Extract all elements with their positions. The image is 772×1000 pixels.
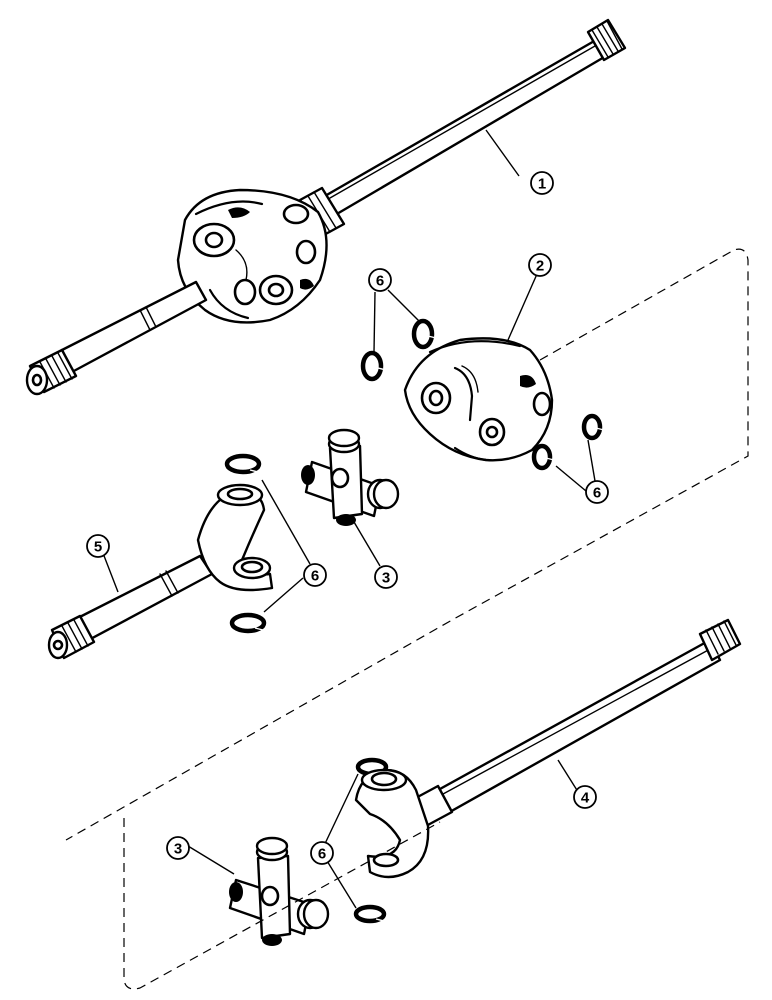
spline-end-lower [25,348,78,396]
callout-4: 4 [573,785,597,809]
callout-3-upper: 3 [374,565,398,589]
snap-ring-housing-a [531,443,555,471]
yoke-shaft-part-5 [47,483,274,660]
callout-6-top-label: 6 [376,273,384,290]
callout-6-right-label: 6 [593,485,601,502]
joint-housing [176,188,328,324]
callout-2-label: 2 [536,258,544,275]
callout-3-lower-label: 3 [174,841,182,858]
spline-end-part-4 [698,618,742,662]
callout-2: 2 [528,253,552,277]
cross-spider-part-3-upper [301,428,400,526]
center-housing-part-2 [403,337,554,462]
callout-5-label: 5 [94,539,102,556]
callout-3-lower: 3 [166,836,190,860]
assembly-dashed-lines [65,248,749,990]
yoke-shaft-part-4 [354,618,742,879]
callout-6-lower-label: 6 [318,846,326,863]
callout-5: 5 [86,534,110,558]
snap-ring-mid-a [224,453,262,475]
axle-shaft-assembly-part-1 [25,18,627,396]
callout-1: 1 [530,171,554,195]
callout-6-top: 6 [368,268,392,292]
callout-6-middle-label: 6 [311,568,319,585]
spline-end-part-5 [47,614,96,660]
snap-ring-low-b [353,904,387,924]
callout-1-label: 1 [538,176,546,193]
snap-ring-mid-b [229,612,267,634]
snap-ring-top-a [411,318,437,350]
callout-4-label: 4 [581,790,590,807]
snap-ring-housing-b [581,413,605,441]
snap-rings-part-6 [224,318,605,924]
callout-6-middle: 6 [303,563,327,587]
snap-ring-top-b [360,350,387,382]
callout-6-right: 6 [585,480,609,504]
callout-3-upper-label: 3 [382,570,390,587]
cross-spider-part-3-lower [228,836,330,946]
spline-end-upper [586,18,627,62]
callout-6-lower: 6 [310,841,334,865]
